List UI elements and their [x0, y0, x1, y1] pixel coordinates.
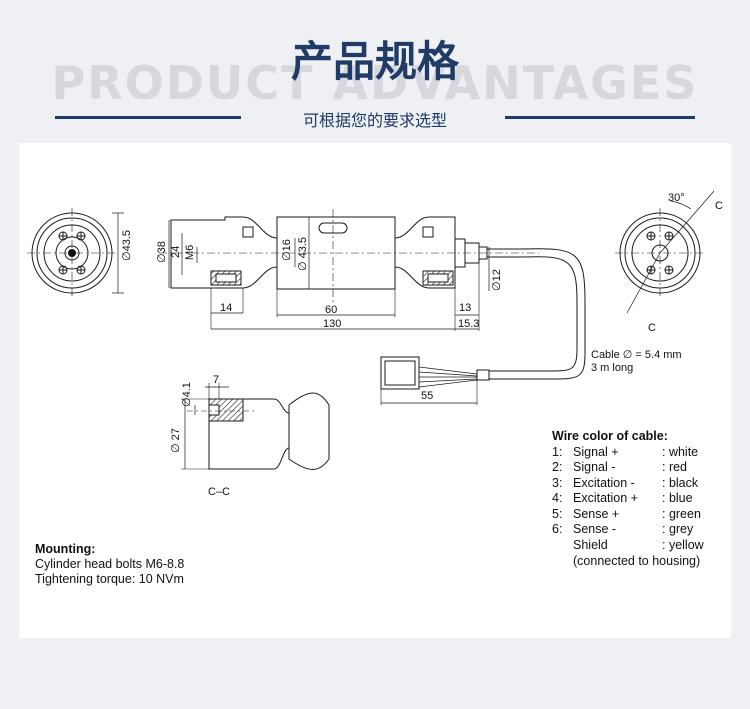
- svg-text:: red: : red: [662, 460, 687, 474]
- dim-d38: ∅38: [156, 241, 168, 263]
- section-label: C–C: [208, 486, 230, 498]
- svg-text:4:: 4:: [552, 491, 562, 505]
- page-title: 产品规格: [290, 37, 459, 86]
- left-end-view: [27, 208, 124, 298]
- section-view: [181, 383, 330, 470]
- dim-60: 60: [325, 304, 337, 316]
- dimension-labels: ∅43.5 ∅38 24 M6 ∅16 ∅ 43.5 ∅12 14 60 130…: [121, 192, 723, 498]
- mounting-line-1: Cylinder head bolts M6-8.8: [35, 557, 184, 571]
- label-c-top: C: [715, 200, 723, 212]
- dim-d16: ∅16: [281, 239, 293, 261]
- svg-text:Sense -: Sense -: [573, 522, 616, 536]
- svg-text:Excitation -: Excitation -: [573, 476, 635, 490]
- dim-24: 24: [170, 246, 182, 258]
- dim-d27: ∅ 27: [170, 428, 182, 453]
- dim-d43-5-center: ∅ 43.5: [297, 237, 309, 271]
- wire-row: 2: Signal - : red: [552, 460, 687, 474]
- mounting-title: Mounting:: [35, 542, 95, 556]
- page-subtitle: 可根据您的要求选型: [302, 111, 447, 130]
- svg-text:3:: 3:: [552, 476, 562, 490]
- svg-text:5:: 5:: [552, 507, 562, 521]
- wire-row: 3: Excitation - : black: [552, 476, 699, 490]
- svg-text:: blue: : blue: [662, 491, 693, 505]
- svg-text:Sense +: Sense +: [573, 507, 619, 521]
- cable-length: 3 m long: [591, 362, 633, 374]
- wire-color-table: Wire color of cable: 1: Signal + : white…: [552, 429, 705, 568]
- background-title: PRODUCT ADVANTAGES: [51, 56, 699, 110]
- wire-note: (connected to housing): [573, 554, 700, 568]
- dim-d12: ∅12: [491, 269, 503, 291]
- dim-d4-1: ∅4.1: [181, 382, 193, 407]
- header: PRODUCT ADVANTAGES 产品规格 可根据您的要求选型: [0, 0, 750, 140]
- dim-130: 130: [323, 318, 341, 330]
- dim-7: 7: [213, 374, 219, 386]
- divider-left: [55, 116, 241, 119]
- wire-row: 6: Sense - : grey: [552, 522, 694, 536]
- mounting-line-2: Tightening torque: 10 NVm: [35, 572, 184, 586]
- svg-text:Shield: Shield: [573, 538, 608, 552]
- cable-spec: Cable ∅ = 5.4 mm: [591, 349, 682, 361]
- dim-13: 13: [459, 302, 471, 314]
- svg-text:: grey: : grey: [662, 522, 694, 536]
- dim-angle-30: 30°: [668, 192, 685, 204]
- svg-text:: black: : black: [662, 476, 699, 490]
- svg-text:Signal -: Signal -: [573, 460, 615, 474]
- dim-55: 55: [421, 390, 433, 402]
- svg-text:Signal +: Signal +: [573, 445, 619, 459]
- wire-row: 4: Excitation + : blue: [552, 491, 693, 505]
- dim-15-3: 15.3: [458, 318, 479, 330]
- divider-right: [505, 116, 695, 119]
- wire-row: 1: Signal + : white: [552, 445, 698, 459]
- drawing-panel: ∅43.5 ∅38 24 M6 ∅16 ∅ 43.5 ∅12 14 60 130…: [19, 143, 731, 638]
- svg-text:1:: 1:: [552, 445, 562, 459]
- right-end-view: [615, 190, 715, 314]
- wire-row: Shield : yellow: [573, 538, 705, 552]
- wire-row: 5: Sense + : green: [552, 507, 701, 521]
- svg-text:6:: 6:: [552, 522, 562, 536]
- dim-14: 14: [220, 302, 232, 314]
- wire-title: Wire color of cable:: [552, 429, 668, 443]
- svg-text:Excitation +: Excitation +: [573, 491, 638, 505]
- main-side-view: [159, 209, 539, 331]
- svg-text:: white: : white: [662, 445, 698, 459]
- cable: [380, 248, 586, 405]
- technical-drawing: ∅43.5 ∅38 24 M6 ∅16 ∅ 43.5 ∅12 14 60 130…: [27, 190, 723, 586]
- label-c-bottom: C: [648, 322, 656, 334]
- dim-m6: M6: [184, 245, 196, 260]
- svg-text:: green: : green: [662, 507, 701, 521]
- svg-text:: yellow: : yellow: [662, 538, 705, 552]
- dim-d43-5-left: ∅43.5: [121, 230, 133, 261]
- mounting-notes: Mounting: Cylinder head bolts M6-8.8 Tig…: [35, 542, 184, 586]
- svg-text:2:: 2:: [552, 460, 562, 474]
